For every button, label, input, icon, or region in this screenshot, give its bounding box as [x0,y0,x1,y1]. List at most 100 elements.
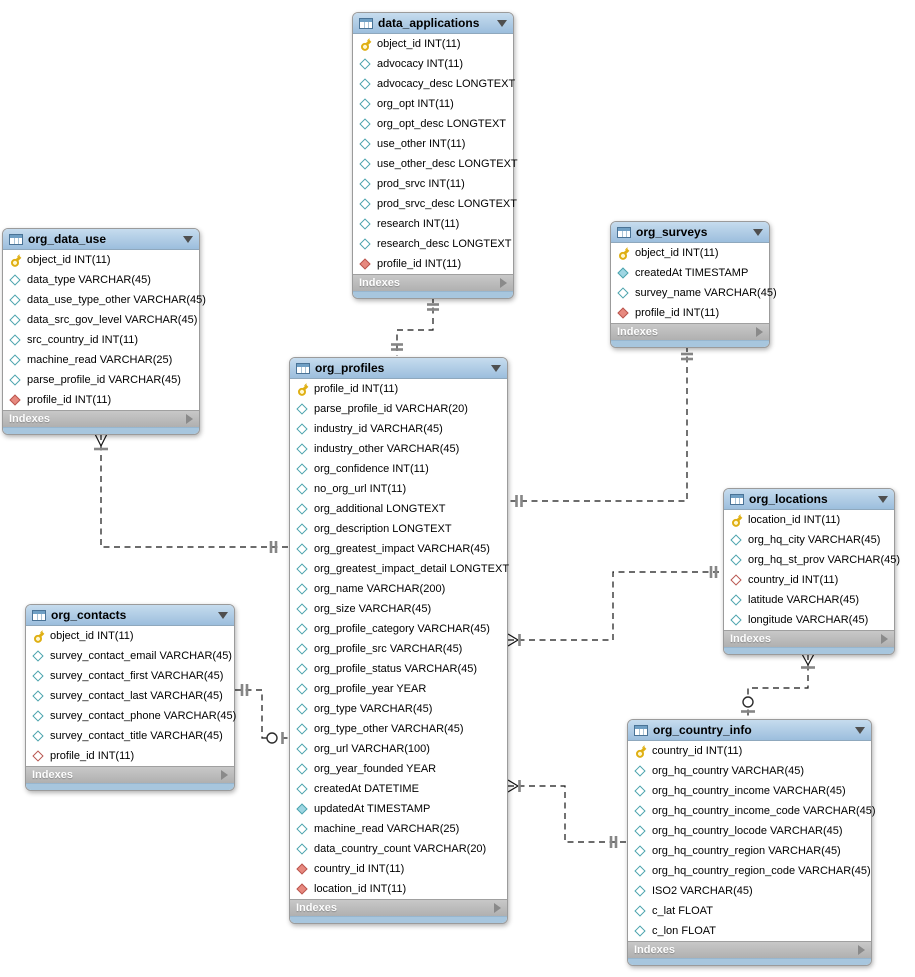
collapse-arrow-icon[interactable] [218,611,228,619]
column-row-updatedAt[interactable]: updatedAt TIMESTAMP [290,799,507,819]
column-row-org_name[interactable]: org_name VARCHAR(200) [290,579,507,599]
column-row-org_additional[interactable]: org_additional LONGTEXT [290,499,507,519]
expand-arrow-icon[interactable] [500,278,507,288]
column-row-data_type[interactable]: data_type VARCHAR(45) [3,270,199,290]
indexes-footer[interactable]: Indexes [628,941,871,958]
column-row-survey_name[interactable]: survey_name VARCHAR(45) [611,283,777,303]
column-row-survey_contact_email[interactable]: survey_contact_email VARCHAR(45) [26,646,234,666]
column-row-c_lon[interactable]: c_lon FLOAT [628,921,871,941]
table-org_data_use[interactable]: org_data_use object_id INT(11)data_type … [2,228,206,435]
column-row-object_id[interactable]: object_id INT(11) [26,626,234,646]
column-row-latitude[interactable]: latitude VARCHAR(45) [724,590,894,610]
column-row-org_hq_country_income[interactable]: org_hq_country_income VARCHAR(45) [628,781,871,801]
column-row-org_profile_status[interactable]: org_profile_status VARCHAR(45) [290,659,507,679]
table-header[interactable]: org_surveys [611,222,769,243]
column-row-org_hq_country[interactable]: org_hq_country VARCHAR(45) [628,761,871,781]
column-row-location_id[interactable]: location_id INT(11) [724,510,894,530]
table-header[interactable]: org_contacts [26,605,234,626]
column-row-src_country_id[interactable]: src_country_id INT(11) [3,330,199,350]
indexes-footer[interactable]: Indexes [290,899,507,916]
column-row-org_opt_desc[interactable]: org_opt_desc LONGTEXT [353,114,513,134]
column-row-location_id[interactable]: location_id INT(11) [290,879,507,899]
expand-arrow-icon[interactable] [756,327,763,337]
column-row-createdAt[interactable]: createdAt TIMESTAMP [611,263,769,283]
table-header[interactable]: data_applications [353,13,513,34]
table-header[interactable]: org_profiles [290,358,507,379]
column-row-data_src_gov_level[interactable]: data_src_gov_level VARCHAR(45) [3,310,199,330]
column-row-parse_profile_id[interactable]: parse_profile_id VARCHAR(45) [3,370,199,390]
column-row-org_hq_st_prov[interactable]: org_hq_st_prov VARCHAR(45) [724,550,900,570]
column-row-org_hq_country_income_code[interactable]: org_hq_country_income_code VARCHAR(45) [628,801,876,821]
column-row-org_type_other[interactable]: org_type_other VARCHAR(45) [290,719,507,739]
column-row-org_year_founded[interactable]: org_year_founded YEAR [290,759,507,779]
column-row-prod_srvc_desc[interactable]: prod_srvc_desc LONGTEXT [353,194,517,214]
column-row-use_other_desc[interactable]: use_other_desc LONGTEXT [353,154,518,174]
column-row-org_confidence[interactable]: org_confidence INT(11) [290,459,507,479]
column-row-org_opt[interactable]: org_opt INT(11) [353,94,513,114]
column-row-advocacy[interactable]: advocacy INT(11) [353,54,513,74]
expand-arrow-icon[interactable] [881,634,888,644]
column-row-industry_id[interactable]: industry_id VARCHAR(45) [290,419,507,439]
column-row-prod_srvc[interactable]: prod_srvc INT(11) [353,174,513,194]
column-row-ISO2[interactable]: ISO2 VARCHAR(45) [628,881,871,901]
column-row-org_greatest_impact[interactable]: org_greatest_impact VARCHAR(45) [290,539,507,559]
indexes-footer[interactable]: Indexes [724,630,894,647]
column-row-use_other[interactable]: use_other INT(11) [353,134,513,154]
relationship-data_applications-org_profiles[interactable] [391,297,439,356]
column-row-machine_read[interactable]: machine_read VARCHAR(25) [290,819,507,839]
column-row-machine_read[interactable]: machine_read VARCHAR(25) [3,350,199,370]
column-row-object_id[interactable]: object_id INT(11) [353,34,513,54]
expand-arrow-icon[interactable] [186,414,193,424]
column-row-org_type[interactable]: org_type VARCHAR(45) [290,699,507,719]
column-row-advocacy_desc[interactable]: advocacy_desc LONGTEXT [353,74,515,94]
column-row-org_hq_country_locode[interactable]: org_hq_country_locode VARCHAR(45) [628,821,871,841]
column-row-profile_id[interactable]: profile_id INT(11) [611,303,769,323]
table-org_contacts[interactable]: org_contacts object_id INT(11)survey_con… [25,604,236,791]
column-row-org_url[interactable]: org_url VARCHAR(100) [290,739,507,759]
relationship-org_surveys-org_profiles[interactable] [508,346,693,507]
column-row-org_size[interactable]: org_size VARCHAR(45) [290,599,507,619]
column-row-country_id[interactable]: country_id INT(11) [290,859,507,879]
column-row-profile_id[interactable]: profile_id INT(11) [290,379,507,399]
collapse-arrow-icon[interactable] [183,235,193,243]
collapse-arrow-icon[interactable] [878,495,888,503]
column-row-survey_contact_phone[interactable]: survey_contact_phone VARCHAR(45) [26,706,236,726]
table-header[interactable]: org_locations [724,489,894,510]
indexes-footer[interactable]: Indexes [26,766,234,783]
column-row-profile_id[interactable]: profile_id INT(11) [26,746,234,766]
table-data_applications[interactable]: data_applications object_id INT(11)advoc… [352,12,518,299]
column-row-object_id[interactable]: object_id INT(11) [611,243,769,263]
column-row-org_profile_category[interactable]: org_profile_category VARCHAR(45) [290,619,507,639]
indexes-footer[interactable]: Indexes [611,323,769,340]
table-org_locations[interactable]: org_locations location_id INT(11)org_hq_… [723,488,900,655]
column-row-no_org_url[interactable]: no_org_url INT(11) [290,479,507,499]
column-row-object_id[interactable]: object_id INT(11) [3,250,199,270]
table-org_country_info[interactable]: org_country_info country_id INT(11)org_h… [627,719,876,966]
column-row-org_greatest_impact_detail[interactable]: org_greatest_impact_detail LONGTEXT [290,559,509,579]
table-org_surveys[interactable]: org_surveys object_id INT(11)createdAt T… [610,221,777,348]
column-row-org_description[interactable]: org_description LONGTEXT [290,519,507,539]
column-row-data_use_type_other[interactable]: data_use_type_other VARCHAR(45) [3,290,206,310]
column-row-survey_contact_first[interactable]: survey_contact_first VARCHAR(45) [26,666,234,686]
relationship-org_profiles-org_locations[interactable] [507,566,722,647]
indexes-footer[interactable]: Indexes [3,410,199,427]
column-row-survey_contact_last[interactable]: survey_contact_last VARCHAR(45) [26,686,234,706]
collapse-arrow-icon[interactable] [855,726,865,734]
indexes-footer[interactable]: Indexes [353,274,513,291]
table-header[interactable]: org_data_use [3,229,199,250]
column-row-profile_id[interactable]: profile_id INT(11) [3,390,199,410]
expand-arrow-icon[interactable] [858,945,865,955]
column-row-country_id[interactable]: country_id INT(11) [628,741,871,761]
column-row-longitude[interactable]: longitude VARCHAR(45) [724,610,894,630]
column-row-research_desc[interactable]: research_desc LONGTEXT [353,234,513,254]
column-row-c_lat[interactable]: c_lat FLOAT [628,901,871,921]
column-row-org_hq_country_region_code[interactable]: org_hq_country_region_code VARCHAR(45) [628,861,871,881]
table-header[interactable]: org_country_info [628,720,871,741]
expand-arrow-icon[interactable] [221,770,228,780]
relationship-org_data_use-org_profiles[interactable] [94,433,288,553]
column-row-createdAt[interactable]: createdAt DATETIME [290,779,507,799]
relationship-org_contacts-org_profiles[interactable] [235,684,288,744]
column-row-org_hq_city[interactable]: org_hq_city VARCHAR(45) [724,530,894,550]
column-row-country_id[interactable]: country_id INT(11) [724,570,894,590]
